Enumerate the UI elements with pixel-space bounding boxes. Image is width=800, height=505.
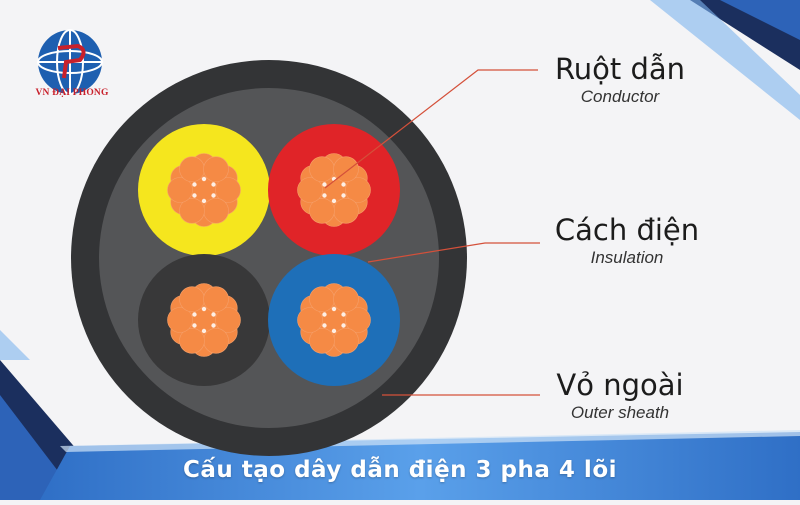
copper-strand <box>345 177 371 203</box>
strand-gap <box>331 328 337 334</box>
copper-strand <box>333 197 359 224</box>
copper-strand <box>333 286 359 313</box>
copper-strand <box>345 307 371 333</box>
strand-gap <box>201 306 207 312</box>
strand-gap <box>192 323 197 328</box>
core-red <box>268 124 400 256</box>
strand-gap <box>211 182 216 187</box>
strand-gap <box>322 193 327 198</box>
copper-strand <box>215 307 241 333</box>
copper-strand <box>203 156 229 183</box>
core-blue <box>268 254 400 386</box>
core-black <box>138 254 270 386</box>
strand-gap <box>341 182 346 187</box>
label-conductor-vi: Ruột dẫn <box>554 52 686 86</box>
copper-strand <box>179 197 205 224</box>
strand-gap <box>211 312 216 317</box>
copper-strand <box>203 327 229 354</box>
strand-gap <box>331 198 337 204</box>
copper-strand <box>215 177 241 203</box>
label-sheath-vi: Vỏ ngoài <box>556 368 684 402</box>
copper-strand <box>309 197 335 224</box>
strand-gap <box>211 323 216 328</box>
leader-line-insulation <box>367 242 540 263</box>
copper-strand <box>203 197 229 224</box>
copper-strand <box>167 307 193 333</box>
copper-strand <box>309 327 335 354</box>
globe-logo-icon <box>37 29 103 95</box>
strand-gap <box>192 182 197 187</box>
strand-gap <box>341 193 346 198</box>
diagram-title: Cấu tạo dây dẫn điện 3 pha 4 lõi <box>182 457 618 483</box>
copper-strand <box>333 156 359 183</box>
strand-gap <box>192 193 197 198</box>
label-insulation: Cách điện Insulation <box>517 213 737 268</box>
core-yellow <box>138 124 270 256</box>
copper-strand <box>297 177 323 203</box>
cable <box>71 60 467 456</box>
label-insulation-vi: Cách điện <box>554 213 700 247</box>
strand-gap <box>201 328 207 334</box>
strand-gap <box>322 312 327 317</box>
copper-strand <box>203 286 229 313</box>
strand-gap <box>201 198 207 204</box>
label-insulation-en: Insulation <box>590 248 664 267</box>
strand-gap <box>322 323 327 328</box>
copper-strand <box>179 327 205 354</box>
strand-gap <box>211 193 216 198</box>
copper-strand <box>179 286 205 313</box>
top-right-decoration <box>650 0 800 120</box>
copper-strand <box>309 156 335 183</box>
label-sheath: Vỏ ngoài Outer sheath <box>510 368 730 423</box>
logo-text: VN ĐẠI PHONG <box>35 88 109 98</box>
copper-strand <box>167 177 193 203</box>
copper-strand <box>309 286 335 313</box>
label-conductor-en: Conductor <box>580 87 660 106</box>
label-sheath-en: Outer sheath <box>570 403 670 422</box>
copper-strand <box>179 156 205 183</box>
strand-gap <box>201 176 207 182</box>
leader-line-conductor <box>324 69 538 189</box>
strand-gap <box>341 312 346 317</box>
strand-gap <box>341 323 346 328</box>
strand-gap <box>331 306 337 312</box>
strand-gap <box>322 182 327 187</box>
strand-gap <box>192 312 197 317</box>
copper-strand <box>297 307 323 333</box>
leader-lines <box>324 69 540 396</box>
label-conductor: Ruột dẫn Conductor <box>510 52 730 107</box>
copper-strand <box>333 327 359 354</box>
